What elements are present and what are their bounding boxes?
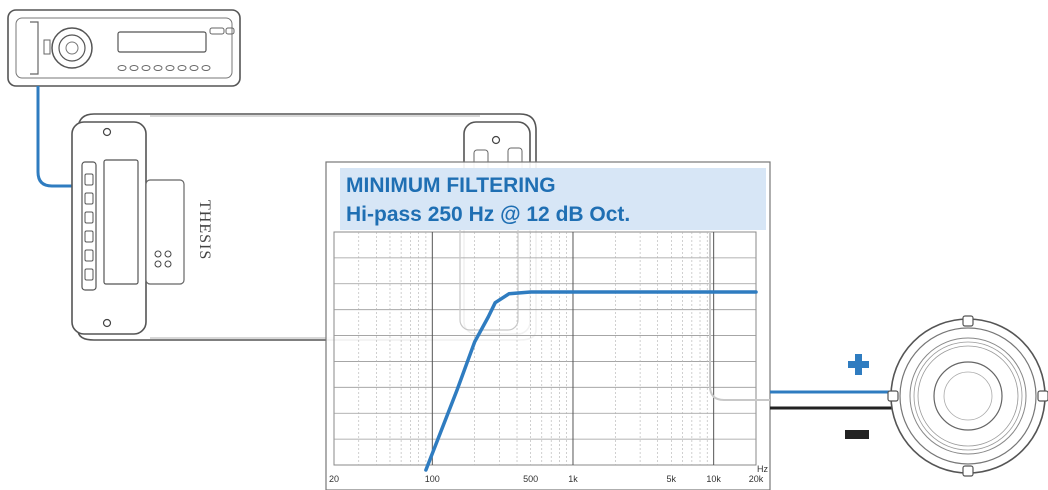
- chart-subtitle: Hi-pass 250 Hz @ 12 dB Oct.: [346, 203, 630, 226]
- rca-connector: [84, 192, 94, 205]
- speaker-driver: [887, 315, 1048, 477]
- x-axis-unit-label: Hz: [757, 464, 768, 474]
- preset-button: [201, 65, 211, 71]
- minus-label: −: [0, 0, 1, 1]
- positive-terminal-symbol: [848, 354, 869, 375]
- amplifier-brand-logo: THESIS: [196, 200, 213, 260]
- head-unit: [7, 9, 241, 87]
- screw-icon: [102, 127, 112, 137]
- volume-knob: [51, 27, 93, 69]
- screw-icon: [102, 318, 112, 328]
- preset-button: [129, 65, 139, 71]
- signal-cable: [36, 86, 78, 188]
- rca-connector: [84, 268, 94, 281]
- control-knobs: [154, 250, 172, 268]
- chart-title: MINIMUM FILTERING: [346, 174, 556, 197]
- preset-button: [153, 65, 163, 71]
- x-axis-tick-labels: 20 100 500 1k 5k 10k 20k: [329, 474, 764, 484]
- rca-connector: [84, 211, 94, 224]
- preset-button: [177, 65, 187, 71]
- x-tick-label: 20: [329, 474, 339, 484]
- display-window: [117, 31, 207, 53]
- plus-label: +: [0, 0, 1, 1]
- x-tick-label: 5k: [667, 474, 677, 484]
- preset-button: [189, 65, 199, 71]
- rca-connector: [84, 230, 94, 243]
- x-tick-label: 100: [425, 474, 440, 484]
- preset-button: [165, 65, 175, 71]
- negative-terminal-symbol: [845, 430, 869, 439]
- x-tick-label: 1k: [568, 474, 578, 484]
- preset-button: [141, 65, 151, 71]
- rca-connector: [84, 249, 94, 262]
- x-tick-label: 500: [523, 474, 538, 484]
- control-panel: [145, 179, 185, 285]
- screw-icon: [491, 135, 501, 145]
- x-tick-label: 10k: [706, 474, 721, 484]
- response-curve: [424, 290, 758, 472]
- rca-connector: [84, 173, 94, 186]
- x-tick-label: 20k: [749, 474, 764, 484]
- rca-connectors: [84, 173, 94, 281]
- chart-grid: [334, 232, 756, 465]
- title-banner: [340, 168, 766, 230]
- preset-button: [117, 65, 127, 71]
- preset-buttons: [117, 65, 211, 71]
- plot-area: [333, 231, 757, 466]
